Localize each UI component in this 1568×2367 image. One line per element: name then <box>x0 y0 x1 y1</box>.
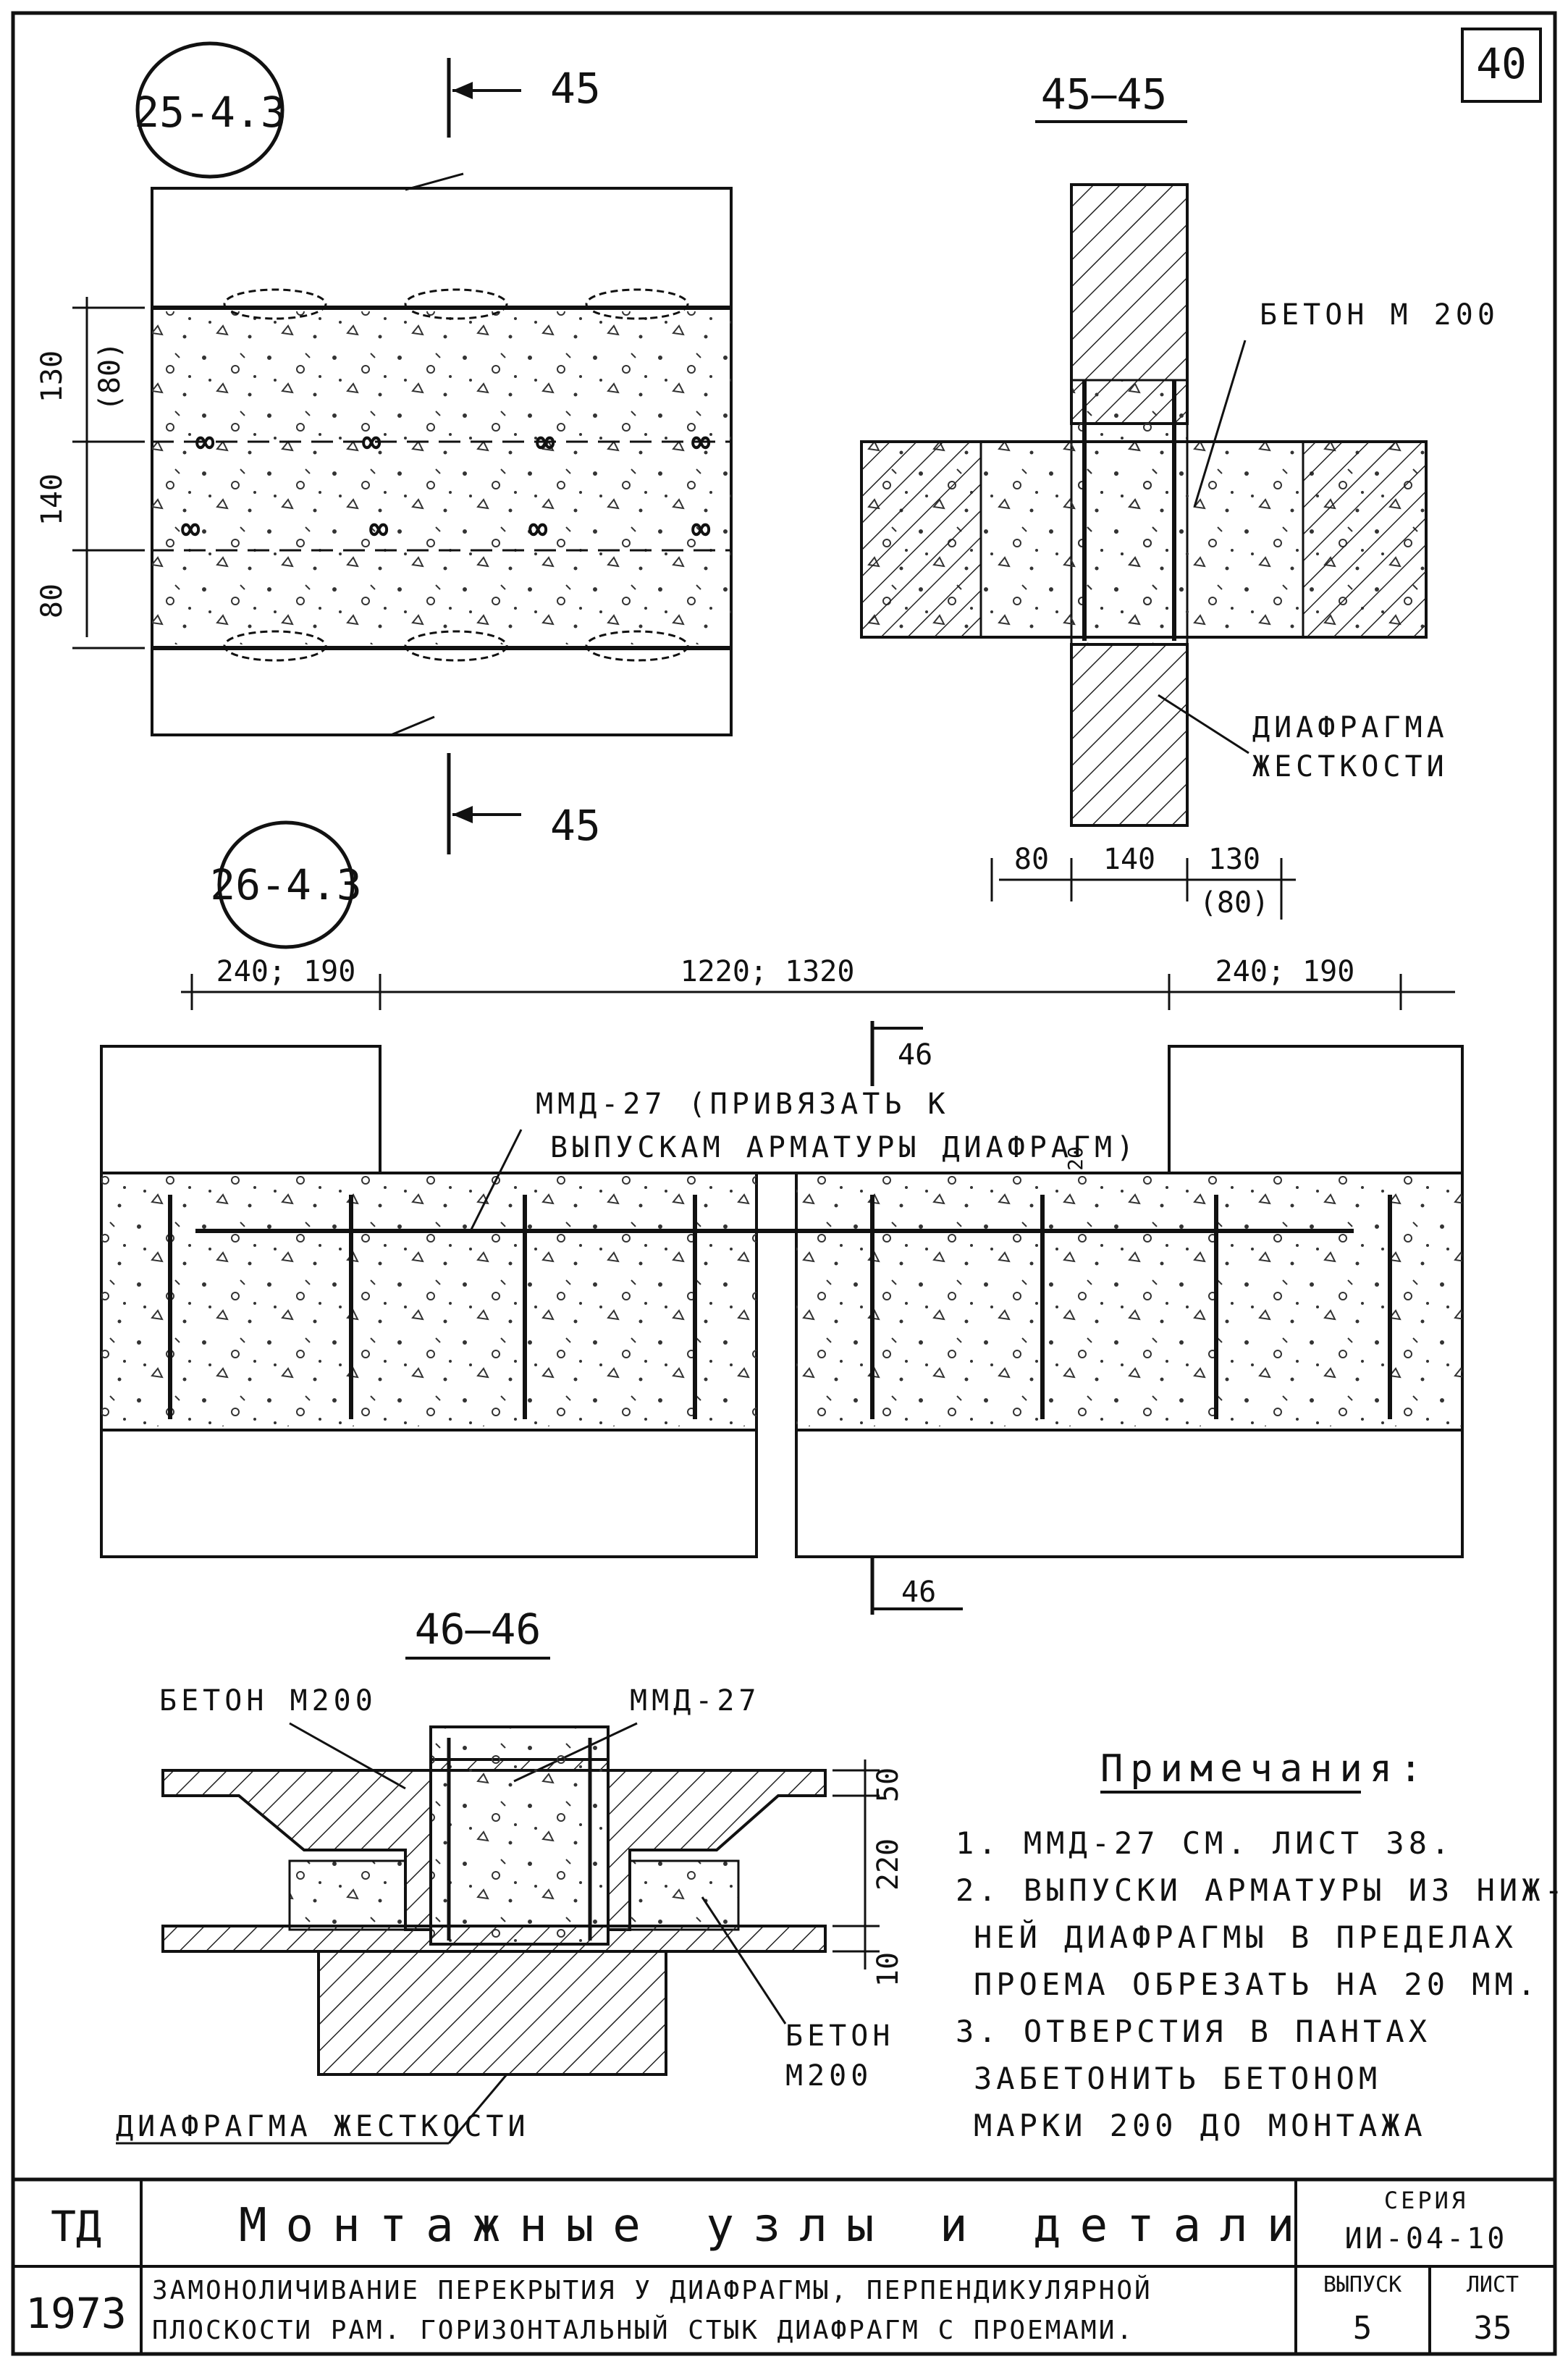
section-45-dim-80: 80 <box>1014 843 1049 876</box>
node-a-dim-130: 130 <box>35 350 69 403</box>
node-a-dim-140: 140 <box>35 474 69 526</box>
node-b-label: 26-4.3 <box>210 860 362 909</box>
note-line-4: ПРОЕМА ОБРЕЗАТЬ НА 20 ММ. <box>974 1967 1540 2002</box>
svg-text:∞: ∞ <box>181 510 201 547</box>
sheet-label: ЛИСТ <box>1467 2272 1519 2297</box>
concrete-infill <box>152 311 731 644</box>
section-46-dim-50: 50 <box>872 1767 905 1802</box>
title-main: Монтажные узлы и детали <box>239 2199 1313 2253</box>
node-a-dim-80-bracket: (80) <box>93 342 127 411</box>
series-label: СЕРИЯ <box>1384 2187 1468 2214</box>
svg-text:∞: ∞ <box>195 424 215 461</box>
node-b-dim-left: 240; 190 <box>216 955 356 988</box>
section-46-title: 46—46 <box>415 1605 541 1654</box>
section-46-concrete-left: БЕТОН М200 <box>159 1684 377 1718</box>
issue-value: 5 <box>1353 2310 1373 2347</box>
svg-text:∞: ∞ <box>536 424 555 461</box>
note-line-5: 3. ОТВЕРСТИЯ В ПАНТАХ <box>956 2014 1431 2049</box>
sheet-number-box <box>1461 28 1542 103</box>
notes-heading: Примечания: <box>1100 1747 1429 1791</box>
note-line-3: НЕЙ ДИАФРАГМЫ В ПРЕДЕЛАХ <box>974 1919 1517 1955</box>
section-45-title: 45—45 <box>1041 70 1168 119</box>
node-a-cut-bottom: 45 <box>550 801 601 850</box>
note-line-1: 1. ММД-27 СМ. ЛИСТ 38. <box>956 1825 1454 1861</box>
concrete-label: БЕТОН М 200 <box>1260 298 1499 332</box>
note-line-6: ЗАБЕТОНИТЬ БЕТОНОМ <box>974 2061 1381 2096</box>
issue-label: ВЫПУСК <box>1323 2272 1401 2297</box>
section-46-dim-220: 220 <box>872 1838 905 1891</box>
title-description-2: ПЛОСКОСТИ РАМ. ГОРИЗОНТАЛЬНЫЙ СТЫК ДИАФР… <box>152 2315 1134 2345</box>
section-46-concrete-right-2: М200 <box>785 2059 872 2093</box>
weld-label-2: ВЫПУСКАМ АРМАТУРЫ ДИАФРАГМ) <box>550 1131 1138 1164</box>
section-45: 45—45 БЕТОН М 200 ДИАФРАГМА ЖЕСТКОСТИ 80… <box>860 70 1499 920</box>
node-b-dim-middle: 1220; 1320 <box>680 955 855 988</box>
section-46-dim-10: 10 <box>872 1952 905 1987</box>
node-a-dim-80: 80 <box>35 584 69 618</box>
title-description-1: ЗАМОНОЛИЧИВАНИЕ ПЕРЕКРЫТИЯ У ДИАФРАГМЫ, … <box>152 2275 1152 2305</box>
node-b-elevation: 26-4.3 240; 190 1220; 1320 240; 190 46 4… <box>100 820 1464 1615</box>
node-b-cut-bottom: 46 <box>901 1576 936 1609</box>
svg-text:∞: ∞ <box>691 510 711 547</box>
lower-diaphragm-section <box>317 1950 667 2076</box>
svg-text:∞: ∞ <box>691 424 711 461</box>
sheet-value: 35 <box>1474 2310 1512 2347</box>
joint-core <box>429 1725 610 1946</box>
section-46: 46—46 БЕТОН М200 ММД-27 50 220 10 БЕТОН … <box>116 1605 905 2145</box>
sheet-number: 40 <box>1476 39 1527 88</box>
section-45-dim-130: 130 <box>1208 843 1260 876</box>
series-value: ИИ-04-10 <box>1345 2222 1508 2255</box>
node-a-cut-top: 45 <box>550 64 601 113</box>
svg-text:∞: ∞ <box>369 510 389 547</box>
node-b-dim-right: 240; 190 <box>1215 955 1355 988</box>
section-46-diaphragm-label: ДИАФРАГМА ЖЕСТКОСТИ <box>116 2110 530 2143</box>
section-45-dim-140: 140 <box>1103 843 1155 876</box>
svg-text:∞: ∞ <box>528 510 548 547</box>
notes-block: Примечания: 1. ММД-27 СМ. ЛИСТ 38. 2. ВЫ… <box>956 1747 1567 2143</box>
diaphragm-label-1: ДИАФРАГМА <box>1252 711 1449 744</box>
node-a-circle <box>135 41 284 179</box>
title-code: ТД <box>51 2202 101 2251</box>
section-45-dim-80-bracket: (80) <box>1200 886 1269 920</box>
note-line-7: МАРКИ 200 ДО МОНТАЖА <box>974 2108 1427 2143</box>
section-46-weld-label: ММД-27 <box>630 1684 761 1718</box>
sheet-border <box>11 11 1557 2356</box>
svg-text:∞: ∞ <box>362 424 382 461</box>
node-a-plan: 25-4.3 45 45 ∞ ∞ ∞ ∞ ∞ ∞ ∞ ∞ 130 (80) <box>35 41 733 854</box>
note-line-2: 2. ВЫПУСКИ АРМАТУРЫ ИЗ НИЖ- <box>956 1872 1567 1908</box>
node-a-label: 25-4.3 <box>134 88 286 137</box>
node-b-circle <box>217 820 355 949</box>
section-46-concrete-right-1: БЕТОН <box>785 2019 894 2053</box>
diaphragm-label-2: ЖЕСТКОСТИ <box>1252 750 1449 783</box>
lower-diaphragm <box>1070 643 1189 827</box>
title-year: 1973 <box>25 2289 127 2338</box>
node-b-cut-top: 46 <box>898 1038 932 1072</box>
weld-label-1: ММД-27 (ПРИВЯЗАТЬ К <box>536 1088 950 1121</box>
note-20mm: 20 <box>1063 1146 1087 1171</box>
title-block: ТД 1973 Монтажные узлы и детали ЗАМОНОЛИ… <box>13 2177 1555 2354</box>
